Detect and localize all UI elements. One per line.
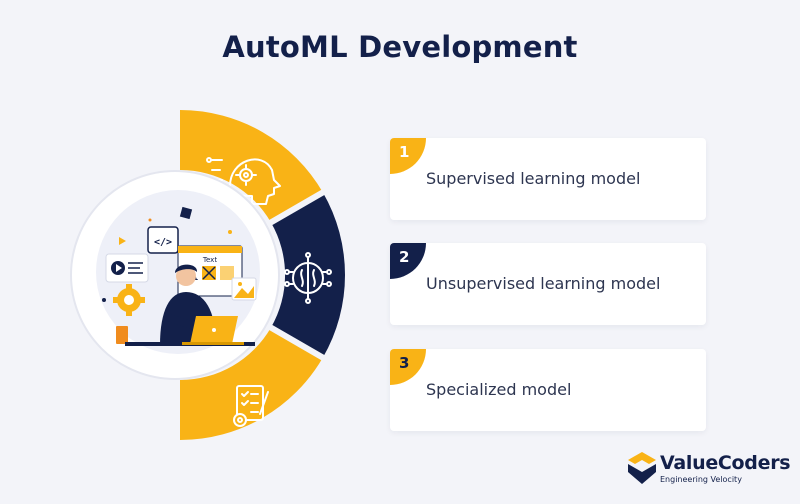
brand-name: ValueCoders	[660, 452, 791, 474]
list-item: 2 Unsupervised learning model	[390, 243, 706, 325]
item-label: Specialized model	[426, 380, 572, 399]
ai-brain-chip-icon	[284, 252, 332, 304]
brand-tagline: Engineering Velocity	[660, 475, 742, 484]
item-number-badge: 2	[390, 243, 426, 279]
gear-icon	[113, 284, 145, 316]
list-item: 1 Supervised learning model	[390, 138, 706, 220]
item-number: 3	[399, 354, 410, 372]
item-label: Supervised learning model	[426, 169, 641, 188]
item-label: Unsupervised learning model	[426, 274, 661, 293]
ring-segment-top	[180, 110, 323, 223]
list-item: 3 Specialized model	[390, 349, 706, 431]
item-number: 2	[399, 248, 410, 266]
ring-segment-bottom	[180, 327, 323, 440]
page-title: AutoML Development	[222, 30, 578, 64]
item-number-badge: 3	[390, 349, 426, 385]
developer-illustration: </> Text A	[102, 206, 257, 346]
code-window-label: </>	[154, 237, 172, 248]
valuecoders-logo-icon	[628, 452, 656, 484]
design-text-label: Text	[202, 256, 217, 264]
brand-logo: ValueCoders Engineering Velocity	[627, 449, 791, 489]
item-number: 1	[399, 143, 410, 161]
checklist-gear-icon	[233, 385, 269, 427]
item-number-badge: 1	[390, 138, 426, 174]
